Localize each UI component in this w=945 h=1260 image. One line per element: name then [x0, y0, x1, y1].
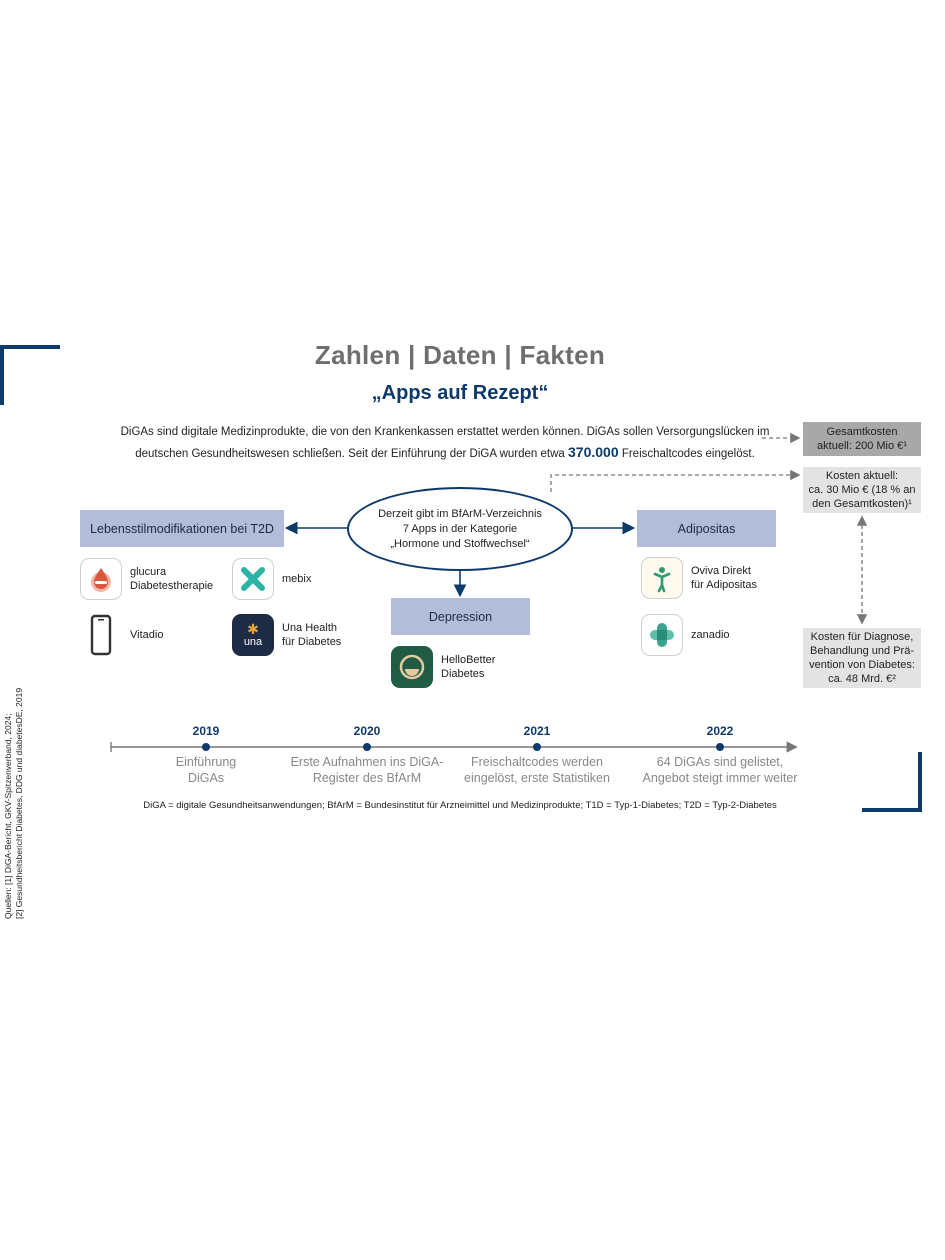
timeline-desc-2021-line-2: eingelöst, erste Statistiken [464, 771, 610, 785]
timeline-desc-2020-line-1: Erste Aufnahmen ins DiGA- [290, 755, 444, 769]
center-line-1: Derzeit gibt im BfArM-Verzeichnis [378, 507, 542, 520]
oviva-logo-icon [641, 557, 683, 599]
timeline-dot-2019 [202, 743, 210, 751]
app-una: ✱ una Una Health für Diabetes [232, 614, 341, 656]
app-oviva: Oviva Direkt für Adipositas [641, 557, 757, 599]
timeline-desc-2019-line-2: DiGAs [187, 771, 225, 785]
intro-highlight-number: 370.000 [568, 444, 619, 460]
center-line-2: 7 Apps in der Kategorie [402, 522, 518, 535]
timeline-desc-2020: Erste Aufnahmen ins DiGA- Register des B… [282, 754, 452, 786]
cost-box-current: Kosten aktuell: ca. 30 Mio € (18 % an de… [803, 467, 921, 513]
timeline-desc-2022-line-2: Angebot steigt immer weiter [642, 771, 798, 785]
cost-total-line-1: Gesamtkosten [826, 426, 898, 438]
dashed-arrow-current [550, 469, 801, 492]
app-mebix: mebix [232, 558, 311, 600]
app-oviva-line-1: Oviva Direkt [691, 565, 751, 577]
cost-diabetes-line-2: Behandlung und Prä- [810, 645, 914, 657]
cost-current-line-3: den Gesamtkosten)¹ [812, 498, 912, 510]
cost-current-line-2: ca. 30 Mio € (18 % an [808, 484, 916, 496]
app-una-line-2: für Diabetes [282, 636, 342, 648]
timeline-dot-2022 [716, 743, 724, 751]
timeline-desc-2022-line-1: 64 DiGAs sind gelistet, [656, 755, 784, 769]
app-vitadio: Vitadio [80, 614, 163, 656]
intro-line-1: DiGAs sind digitale Medizinprodukte, die… [120, 426, 770, 438]
app-una-line-1: Una Health [282, 622, 338, 634]
timeline-desc-2021-line-1: Freischaltcodes werden [470, 755, 603, 769]
cost-current-line-1: Kosten aktuell: [825, 470, 899, 482]
timeline-desc-2019-line-1: Einführung [175, 755, 237, 769]
page-title: Zahlen | Daten | Fakten [314, 340, 606, 370]
cost-diabetes-line-4: ca. 48 Mrd. €² [828, 673, 896, 685]
timeline-dot-2020 [363, 743, 371, 751]
sources: Quellen: [1] DiGA-Bericht, GKV-Spitzenve… [3, 479, 25, 919]
app-mebix-line-1: mebix [282, 573, 312, 585]
hellobetter-logo-icon [391, 646, 433, 688]
app-glucura-line-1: glucura [130, 566, 167, 578]
center-ellipse: Derzeit gibt im BfArM-Verzeichnis 7 Apps… [347, 487, 573, 571]
app-vitadio-line-1: Vitadio [130, 629, 164, 641]
timeline-year-2020: 2020 [353, 724, 381, 738]
page-subtitle: „Apps auf Rezept“ [371, 382, 549, 404]
corner-frame-bottom-right [862, 752, 922, 812]
timeline-year-2019: 2019 [192, 724, 220, 738]
una-logo-text: una [243, 636, 263, 648]
app-zanadio-line-1: zanadio [691, 629, 730, 641]
app-glucura: glucura Diabetestherapie [80, 558, 213, 600]
timeline-desc-2021: Freischaltcodes werden eingelöst, erste … [452, 754, 622, 786]
intro-line-2: deutschen Gesundheitswesen schließen. Se… [120, 442, 770, 464]
app-oviva-line-2: für Adipositas [691, 579, 758, 591]
category-depression: Depression [391, 598, 530, 635]
cost-diabetes-line-1: Kosten für Diagnose, [810, 631, 914, 643]
timeline-year-2021: 2021 [523, 724, 551, 738]
category-lifestyle: Lebensstilmodifikationen bei T2D [80, 510, 284, 547]
mebix-logo-icon [232, 558, 274, 600]
intro-line-2-pre: deutschen Gesundheitswesen schließen. Se… [135, 448, 565, 460]
corner-frame-top-left [0, 345, 60, 405]
glucura-logo-icon [80, 558, 122, 600]
cost-box-total: Gesamtkosten aktuell: 200 Mio €¹ [803, 422, 921, 456]
timeline-dot-2021 [533, 743, 541, 751]
cost-box-diabetes: Kosten für Diagnose, Behandlung und Prä-… [803, 628, 921, 688]
sources-line-2: [2] Gesundheitsbericht Diabetes, DDG und… [14, 687, 24, 919]
cost-total-line-2: aktuell: 200 Mio €¹ [817, 440, 907, 452]
app-hellobetter-line-2: Diabetes [441, 668, 485, 680]
app-glucura-line-2: Diabetestherapie [130, 580, 214, 592]
phone-icon [80, 614, 122, 656]
timeline-desc-2022: 64 DiGAs sind gelistet, Angebot steigt i… [630, 754, 810, 786]
intro-text: DiGAs sind digitale Medizinprodukte, die… [120, 422, 770, 464]
category-adipositas: Adipositas [637, 510, 776, 547]
una-logo-icon: ✱ una [232, 614, 274, 656]
center-line-3: „Hormone und Stoffwechsel“ [390, 537, 530, 550]
app-hellobetter: HelloBetter Diabetes [391, 646, 495, 688]
intro-line-2-post: Freischaltcodes eingelöst. [621, 448, 755, 460]
app-zanadio: zanadio [641, 614, 730, 656]
app-hellobetter-line-1: HelloBetter [441, 654, 496, 666]
sources-line-1: Quellen: [1] DiGA-Bericht, GKV-Spitzenve… [3, 713, 13, 919]
footnote: DiGA = digitale Gesundheitsanwendungen; … [143, 800, 777, 811]
cost-diabetes-line-3: vention von Diabetes: [809, 659, 915, 671]
zanadio-logo-icon [641, 614, 683, 656]
timeline-desc-2019: Einführung DiGAs [126, 754, 286, 786]
timeline-desc-2020-line-2: Register des BfArM [312, 771, 422, 785]
timeline-year-2022: 2022 [706, 724, 734, 738]
